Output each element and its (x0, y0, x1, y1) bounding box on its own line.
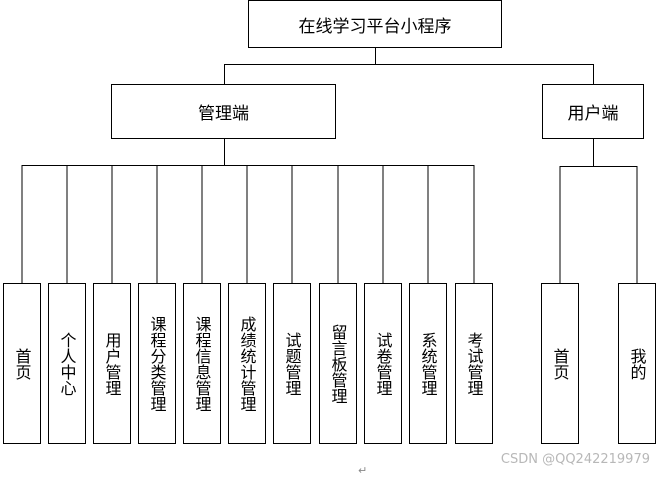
admin-leaf-7: 留言板管理 (319, 283, 357, 444)
root-node-label: 在线学习平台小程序 (298, 16, 452, 37)
admin-leaf-3: 课程分类管理 (138, 283, 176, 444)
admin-leaf-label: 系统管理 (418, 331, 438, 396)
admin-leaf-1: 个人中心 (48, 283, 86, 444)
admin-leaf-4: 课程信息管理 (183, 283, 221, 444)
watermark: CSDN @QQ242219979 (500, 452, 650, 467)
admin-node: 管理端 (111, 84, 336, 139)
admin-leaf-10: 考试管理 (455, 283, 493, 444)
root-node: 在线学习平台小程序 (248, 0, 502, 48)
user-leaf-label: 我的 (627, 347, 647, 380)
user-node: 用户端 (542, 84, 644, 139)
admin-leaf-label: 成绩统计管理 (237, 315, 257, 412)
admin-leaf-2: 用户管理 (93, 283, 131, 444)
admin-leaf-label: 个人中心 (57, 331, 77, 396)
admin-leaf-label: 留言板管理 (328, 323, 348, 404)
admin-leaf-9: 系统管理 (409, 283, 447, 444)
user-leaf-0: 首页 (541, 283, 579, 444)
admin-leaf-5: 成绩统计管理 (228, 283, 266, 444)
admin-leaf-0: 首页 (3, 283, 41, 444)
admin-node-label: 管理端 (198, 104, 249, 124)
admin-leaf-label: 用户管理 (102, 331, 122, 396)
admin-leaf-label: 试卷管理 (373, 331, 393, 396)
user-leaf-1: 我的 (618, 283, 656, 444)
paragraph-return-mark: ↵ (358, 464, 368, 477)
admin-leaf-8: 试卷管理 (364, 283, 402, 444)
admin-leaf-label: 考试管理 (464, 331, 484, 396)
admin-leaf-label: 课程信息管理 (192, 315, 212, 412)
admin-leaf-label: 课程分类管理 (147, 315, 167, 412)
user-leaf-label: 首页 (550, 347, 570, 380)
admin-leaf-label: 首页 (12, 347, 32, 380)
admin-leaf-label: 试题管理 (282, 331, 302, 396)
user-node-label: 用户端 (567, 104, 619, 124)
admin-leaf-6: 试题管理 (273, 283, 311, 444)
